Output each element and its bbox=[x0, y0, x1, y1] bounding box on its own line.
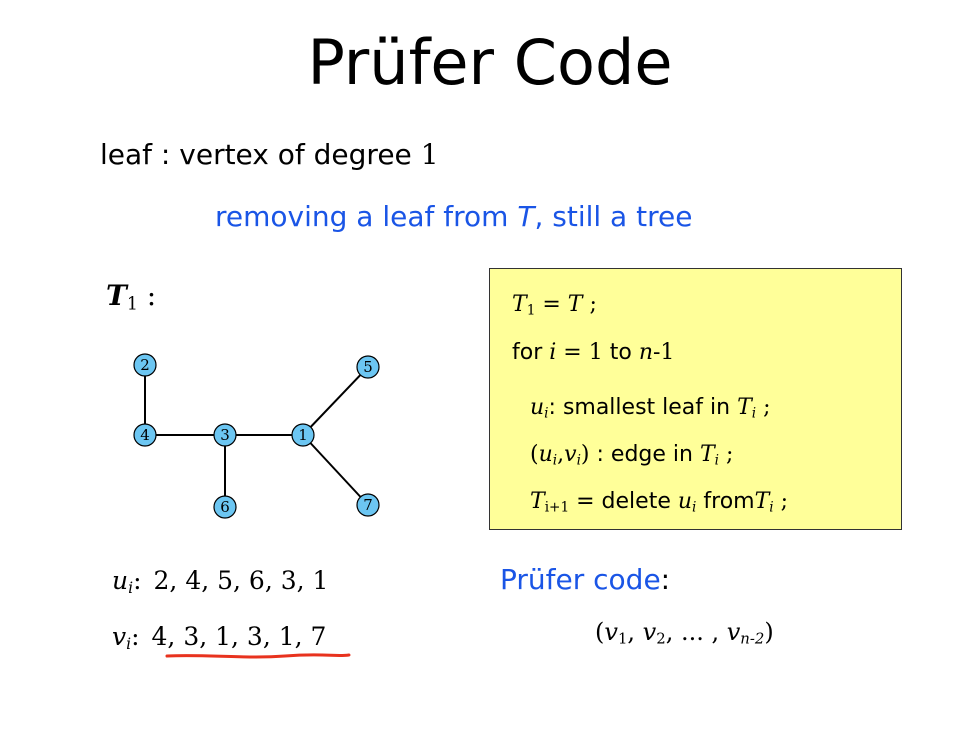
tree-node-label-6: 6 bbox=[220, 498, 230, 516]
algo-edge-T-sub: i bbox=[714, 452, 720, 469]
leaf-definition-text: vertex of degree bbox=[179, 138, 412, 171]
v-sequence: vi:4, 3, 1, 3, 1, 7 bbox=[112, 622, 326, 652]
v-colon: : bbox=[131, 622, 140, 651]
removing-pre: removing a leaf from bbox=[215, 200, 518, 233]
u-values: 2, 4, 5, 6, 3, 1 bbox=[153, 566, 329, 595]
code-v2-sub: 2 bbox=[656, 629, 666, 648]
code-vn-sub: n-2 bbox=[740, 629, 765, 648]
algo-delete-u: u bbox=[677, 489, 693, 514]
tree-node-5 bbox=[356, 355, 380, 379]
leaf-definition: leaf : vertex of degree 1 bbox=[100, 138, 439, 172]
v-values-rest: , 7 bbox=[294, 622, 327, 651]
algo-T1-sub: 1 bbox=[526, 302, 536, 319]
code-dots: , ... , bbox=[665, 618, 727, 646]
algo-edge-v-sub: i bbox=[576, 452, 581, 469]
algo-edge-u-sub: i bbox=[552, 452, 558, 469]
algo-n: n bbox=[638, 340, 653, 365]
algo-to: to bbox=[609, 340, 639, 365]
tree-node-label-5: 5 bbox=[363, 358, 373, 376]
algo-close: ) bbox=[580, 442, 590, 467]
tree-label: T1 : bbox=[106, 279, 156, 313]
v-label-sub: i bbox=[126, 634, 132, 653]
u-sequence: ui:2, 4, 5, 6, 3, 1 bbox=[112, 566, 328, 596]
u-label: u bbox=[112, 566, 129, 595]
page-title: Prüfer Code bbox=[307, 26, 673, 99]
tree-node-label-1: 1 bbox=[298, 426, 308, 444]
algo-Tnext: T bbox=[530, 489, 545, 514]
algo-semi3: ; bbox=[756, 395, 771, 420]
u-label-sub: i bbox=[128, 578, 134, 597]
removing-T: T bbox=[517, 200, 535, 233]
v-label: v bbox=[112, 622, 127, 651]
algo-open: ( bbox=[530, 442, 539, 467]
tree-edge-n1-n7 bbox=[302, 434, 369, 506]
tree-node-1 bbox=[291, 423, 315, 447]
prufer-code-text: Prüfer code bbox=[500, 563, 661, 596]
tree-node-label-7: 7 bbox=[363, 496, 373, 514]
leaf-term: leaf : bbox=[100, 138, 171, 171]
algo-T: T bbox=[567, 292, 583, 317]
algo-edge-T: T bbox=[699, 442, 715, 467]
algo-line-leaf: ui: smallest leaf in Ti ; bbox=[530, 394, 771, 422]
v-values-underlined: 4, 3, 1, 3, 1 bbox=[151, 622, 295, 651]
tree-edge-n1-n5 bbox=[302, 366, 369, 436]
algo-u-sub: i bbox=[544, 405, 549, 422]
algo-from-T: T bbox=[754, 489, 770, 514]
tree-label-colon: : bbox=[137, 279, 157, 312]
algo-smallest-leaf: smallest leaf in bbox=[562, 395, 738, 420]
algo-edge-v: v bbox=[564, 442, 577, 467]
red-underline bbox=[165, 653, 351, 659]
algo-edge-u: u bbox=[538, 442, 553, 467]
code-v2: v bbox=[642, 618, 657, 646]
tree-node-label-2: 2 bbox=[140, 356, 150, 374]
algo-from-T-sub: i bbox=[769, 499, 774, 516]
algo-Ti: T bbox=[737, 395, 752, 420]
algo-eq1: = 1 bbox=[556, 340, 610, 365]
code-vn: v bbox=[726, 618, 741, 646]
algo-from: from bbox=[696, 489, 755, 514]
prufer-code-colon: : bbox=[660, 563, 671, 596]
algo-edge-in: : edge in bbox=[589, 442, 700, 467]
leaf-degree: 1 bbox=[420, 138, 439, 171]
algo-line-init: T1 = T ; bbox=[512, 291, 597, 319]
tree-node-2 bbox=[133, 353, 157, 377]
prufer-code-formula: (v1, v2, ... , vn-2) bbox=[595, 618, 774, 648]
removing-post: , still a tree bbox=[534, 200, 693, 233]
algo-colon: : bbox=[548, 395, 563, 420]
algo-semi5: ; bbox=[773, 489, 789, 514]
u-colon: : bbox=[133, 566, 142, 595]
algo-delete: = delete bbox=[569, 489, 678, 514]
tree-node-label-3: 3 bbox=[220, 426, 230, 444]
algorithm-box: T1 = T ; for i = 1 to n-1 ui: smallest l… bbox=[489, 268, 902, 530]
code-v1-sub: 1 bbox=[617, 629, 628, 648]
algo-eq: = bbox=[535, 292, 568, 317]
tree-node-3 bbox=[213, 423, 237, 447]
algo-u: u bbox=[530, 395, 545, 420]
algo-line-edge: (ui,vi) : edge in Ti ; bbox=[530, 441, 733, 469]
algo-delete-u-sub: i bbox=[692, 499, 697, 516]
algo-line-for: for i = 1 to n-1 bbox=[512, 339, 674, 367]
algo-comma: , bbox=[557, 442, 565, 467]
algo-semi: ; bbox=[582, 292, 597, 317]
tree-label-sub: 1 bbox=[126, 294, 138, 315]
algo-Ti-sub: i bbox=[751, 405, 757, 422]
prufer-code-label: Prüfer code: bbox=[500, 563, 670, 597]
algo-for: for bbox=[512, 340, 550, 365]
tree-node-7 bbox=[356, 493, 380, 517]
tree-node-4 bbox=[133, 423, 157, 447]
algo-semi4: ; bbox=[719, 442, 734, 467]
removing-leaf-note: removing a leaf from T, still a tree bbox=[215, 200, 692, 234]
algo-minus-one: -1 bbox=[652, 340, 675, 365]
tree-label-T: T bbox=[106, 279, 127, 312]
code-v1: v bbox=[604, 618, 618, 646]
algo-Tnext-sub: i+1 bbox=[544, 499, 570, 516]
tree-node-6 bbox=[213, 495, 237, 519]
algo-T1: T bbox=[512, 292, 527, 317]
algo-line-delete: Ti+1 = delete ui fromTi ; bbox=[530, 488, 788, 516]
algo-i: i bbox=[549, 340, 557, 365]
tree-node-label-4: 4 bbox=[140, 426, 150, 444]
